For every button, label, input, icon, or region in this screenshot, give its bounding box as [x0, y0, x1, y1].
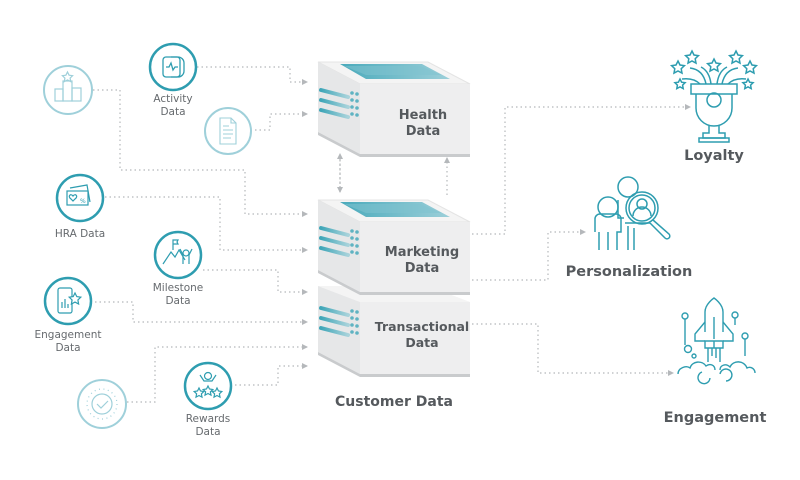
- server-health: [317, 61, 471, 157]
- label-hra-line1: HRA Data: [54, 228, 106, 240]
- server-label-health-line1: Health: [398, 108, 448, 123]
- server-led: [350, 98, 354, 102]
- diagram-title: Customer Data: [335, 394, 453, 410]
- server-label-transactional-line1: Transactional: [374, 319, 470, 334]
- label-engagement-data-line1: Engagement: [34, 329, 102, 341]
- connector-rewards: [235, 363, 308, 386]
- input-milestone: [153, 230, 203, 280]
- output-label-personalization: Personalization: [565, 264, 693, 280]
- server-led: [355, 324, 359, 328]
- connector-engagement: [472, 323, 674, 376]
- connector-leaderboard: [93, 89, 308, 217]
- server-slot: [319, 236, 350, 247]
- podium-icon: [54, 70, 82, 102]
- label-engagement-data-line2: Data: [55, 342, 81, 354]
- mountain-flag-icon: [162, 239, 193, 265]
- server-marketing: [317, 199, 471, 295]
- document-icon: [219, 117, 237, 145]
- label-rewards-line1: Rewards: [185, 413, 231, 425]
- connector-hra: [105, 196, 308, 253]
- label-rewards: Rewards Data: [173, 413, 243, 439]
- connector-document: [255, 111, 308, 131]
- health-card-icon: %: [66, 184, 91, 206]
- server-slot: [319, 98, 350, 109]
- svg-text:%: %: [80, 198, 86, 205]
- output-label-engagement: Engagement: [663, 410, 767, 426]
- server-led: [355, 310, 359, 314]
- server-led: [350, 229, 354, 233]
- server-led: [350, 330, 354, 334]
- server-led: [355, 99, 359, 103]
- server-led: [355, 106, 359, 110]
- connector-activity: [197, 66, 308, 85]
- server-led: [350, 91, 354, 95]
- server-led: [355, 230, 359, 234]
- server-slot: [319, 226, 350, 237]
- server-led: [355, 317, 359, 321]
- server-slot: [319, 326, 350, 337]
- server-led: [355, 331, 359, 335]
- server-led: [350, 243, 354, 247]
- server-led: [350, 112, 354, 116]
- server-label-health: Health Data: [368, 108, 478, 140]
- server-label-transactional-line2: Data: [405, 335, 439, 350]
- server-led: [355, 113, 359, 117]
- label-milestone-line1: Milestone: [152, 282, 204, 294]
- connector-milestone: [203, 269, 308, 295]
- server-led: [350, 236, 354, 240]
- label-engagement-data: Engagement Data: [28, 329, 108, 355]
- server-led: [350, 323, 354, 327]
- connector-personalization: [472, 229, 586, 281]
- label-milestone-line2: Data: [165, 295, 191, 307]
- server-label-marketing-line1: Marketing: [384, 245, 460, 260]
- input-hra: %: [55, 173, 105, 223]
- server-slot: [319, 88, 350, 99]
- check-badge-icon: [86, 388, 118, 420]
- server-label-marketing: Marketing Data: [363, 245, 481, 277]
- smartwatch-icon: [162, 56, 185, 78]
- server-led: [350, 316, 354, 320]
- server-led: [355, 92, 359, 96]
- server-label-transactional: Transactional Data: [366, 319, 478, 351]
- output-label-loyalty: Loyalty: [684, 148, 744, 164]
- server-led: [350, 250, 354, 254]
- connector-engagement-data: [95, 301, 308, 325]
- server-slot: [319, 316, 350, 327]
- label-activity: Activity Data: [143, 93, 203, 119]
- people-magnifier-icon: [594, 176, 671, 250]
- server-led: [350, 105, 354, 109]
- server-led: [350, 309, 354, 313]
- label-activity-line1: Activity: [153, 93, 193, 105]
- server-led: [355, 251, 359, 255]
- connector-loyalty: [472, 104, 691, 235]
- person-stars-icon: [192, 371, 224, 399]
- input-leaderboard: [43, 65, 93, 115]
- server-led: [355, 237, 359, 241]
- phone-chart-star-icon: [57, 287, 83, 314]
- server-slot: [319, 306, 350, 317]
- server-slot: [319, 246, 350, 257]
- input-document: [204, 107, 252, 155]
- trophy-icon: [669, 49, 759, 143]
- server-label-marketing-line2: Data: [404, 261, 440, 276]
- input-rewards: [183, 361, 233, 411]
- input-verified: [77, 379, 127, 429]
- label-rewards-line2: Data: [195, 426, 221, 438]
- server-led: [355, 244, 359, 248]
- input-activity: [148, 42, 198, 92]
- rocket-icon: [677, 297, 756, 385]
- connector-verified: [127, 344, 308, 403]
- label-hra: HRA Data: [40, 228, 120, 241]
- input-engagement-data: [43, 276, 93, 326]
- server-slot: [319, 108, 350, 119]
- connectors: [93, 66, 691, 403]
- label-activity-line2: Data: [160, 106, 186, 118]
- label-milestone: Milestone Data: [143, 282, 213, 308]
- server-transactional: [318, 286, 470, 377]
- server-label-health-line2: Data: [405, 124, 441, 139]
